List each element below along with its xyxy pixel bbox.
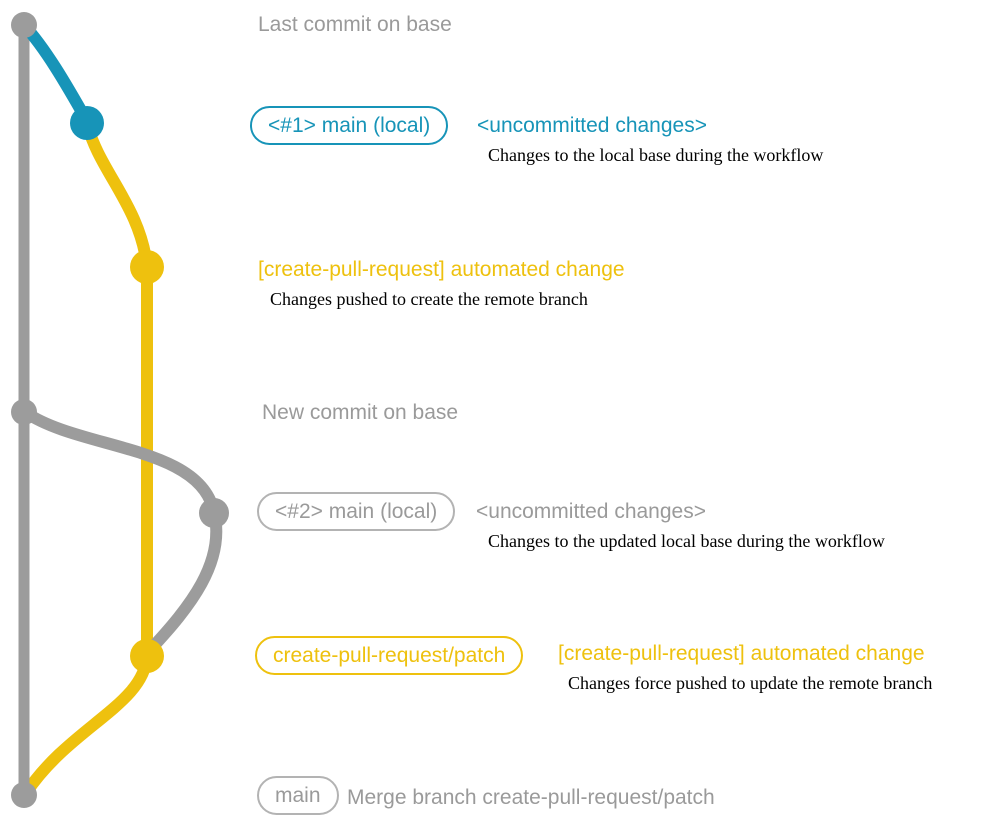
branch-badge-main: main: [257, 776, 339, 815]
git-graph: [11, 12, 229, 808]
commit-node-local-1: [70, 106, 104, 140]
automated-change-description-2: Changes force pushed to update the remot…: [568, 673, 933, 693]
uncommitted-changes-label-2: <uncommitted changes>: [476, 500, 706, 523]
uncommitted-changes-label-1: <uncommitted changes>: [477, 114, 707, 137]
branch-badge-main-local-2: <#2> main (local): [257, 492, 456, 531]
last-commit-title: Last commit on base: [258, 13, 452, 36]
merge-commit-label: Merge branch create-pull-request/patch: [347, 786, 715, 809]
commit-node-last-base: [11, 12, 37, 38]
local-branch-line-blue: [18, 19, 93, 127]
commit-node-automated-2: [130, 639, 164, 673]
commit-node-local-2: [199, 498, 229, 528]
branch-badge-main-local-1: <#1> main (local): [250, 106, 449, 145]
commit-node-automated-1: [130, 250, 164, 284]
automated-change-label-2: [create-pull-request] automated change: [558, 642, 925, 665]
commit-node-merge: [11, 782, 37, 808]
commit-node-new-base: [11, 399, 37, 425]
branch-badge-create-pull-request-patch: create-pull-request/patch: [255, 636, 524, 675]
uncommitted-changes-description-1: Changes to the local base during the wor…: [488, 145, 824, 165]
remote-branch-line-yellow: [20, 117, 153, 799]
automated-change-description-1: Changes pushed to create the remote bran…: [270, 289, 588, 309]
new-commit-title: New commit on base: [262, 401, 459, 424]
base-update-curve: [19, 406, 223, 656]
automated-change-label-1: [create-pull-request] automated change: [258, 258, 625, 281]
uncommitted-changes-description-2: Changes to the updated local base during…: [488, 531, 885, 551]
